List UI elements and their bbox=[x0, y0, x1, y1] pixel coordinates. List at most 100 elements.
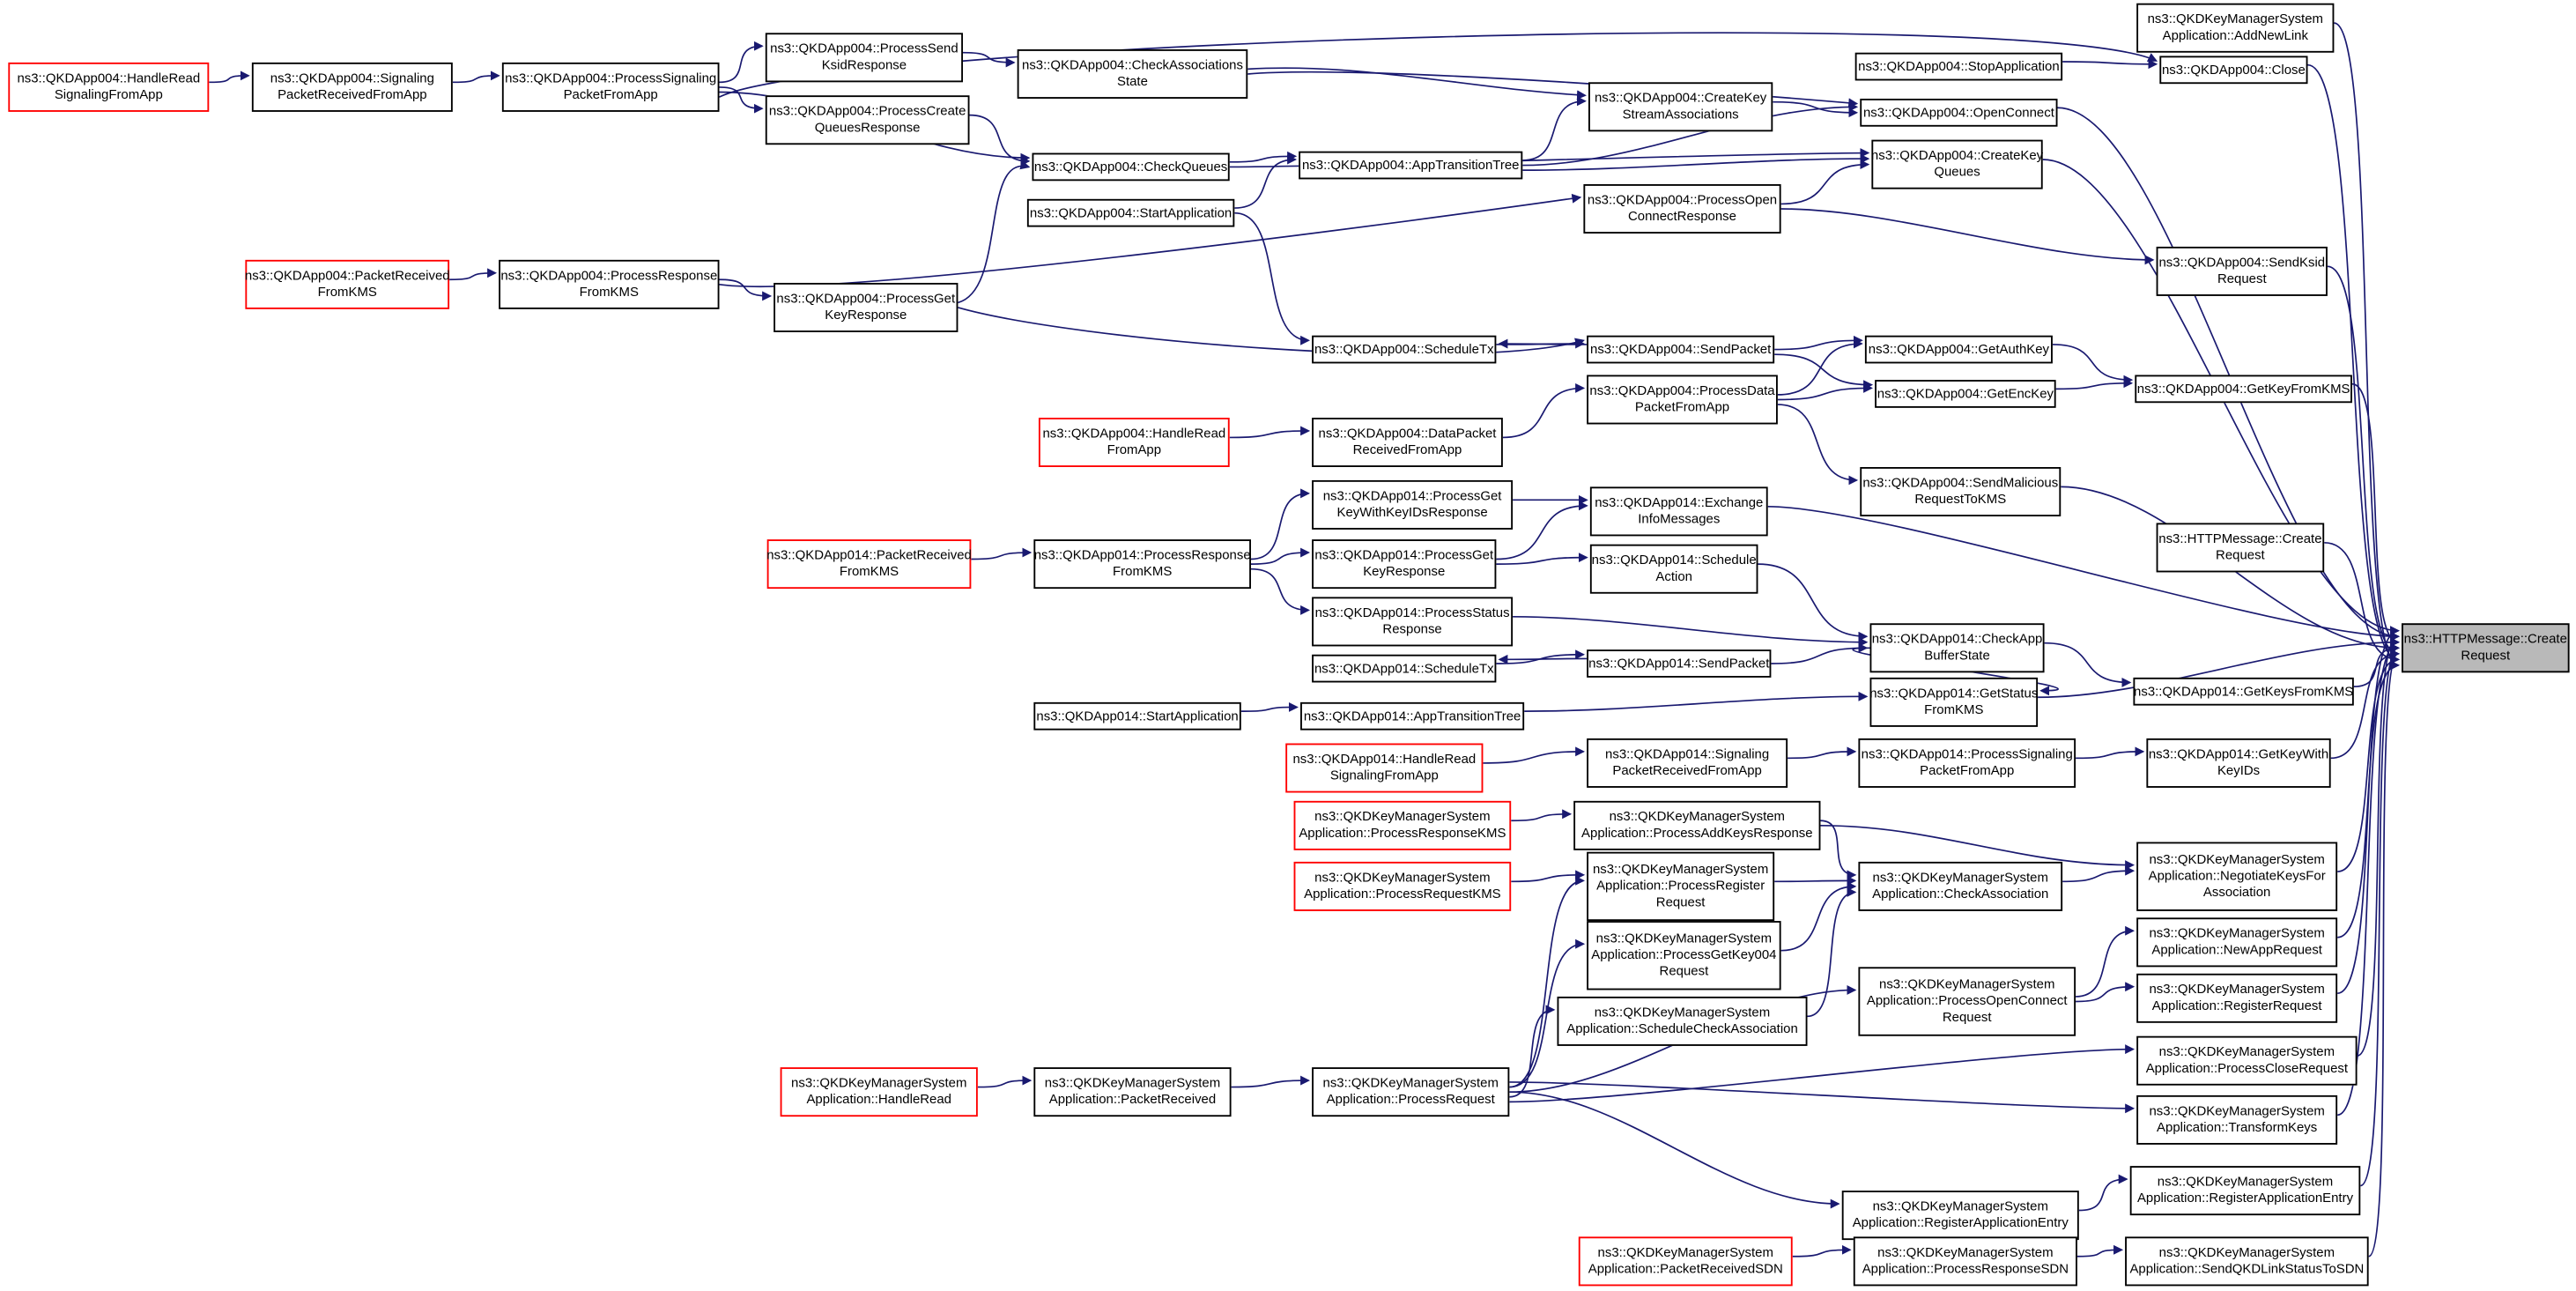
node-pocr004[interactable]: ns3::QKDApp004::ProcessOpen ConnectRespo… bbox=[1583, 184, 1781, 234]
node-sca_kms[interactable]: ns3::QKDKeyManagerSystem Application::Sc… bbox=[1557, 996, 1808, 1046]
node-gkfk004[interactable]: ns3::QKDApp004::GetKeyFromKMS bbox=[2135, 375, 2352, 404]
node-sp004[interactable]: ns3::QKDApp004::SendPacket bbox=[1587, 335, 1775, 364]
node-psr014[interactable]: ns3::QKDApp014::ProcessStatus Response bbox=[1312, 597, 1514, 647]
edge-sprfa014-to-pspfa014 bbox=[1788, 746, 1857, 760]
edge-preq_kms-to-prr_kms bbox=[1509, 875, 1586, 1088]
node-rae_l_kms[interactable]: ns3::QKDKeyManagerSystem Application::Re… bbox=[1841, 1191, 2079, 1241]
edge-cabs014-to-gkfk014 bbox=[2044, 642, 2132, 687]
node-sprfa004[interactable]: ns3::QKDApp004::Signaling PacketReceived… bbox=[251, 62, 453, 112]
edge-gak004-to-gkfk004 bbox=[2052, 344, 2134, 385]
node-sact014[interactable]: ns3::QKDApp014::Schedule Action bbox=[1589, 544, 1758, 594]
edge-nkfa_kms-to-cr_main bbox=[2337, 654, 2400, 872]
node-cr_plain[interactable]: ns3::HTTPMessage::Create Request bbox=[2156, 523, 2325, 573]
node-sprfa014[interactable]: ns3::QKDApp014::Signaling PacketReceived… bbox=[1587, 738, 1788, 788]
node-pskr004[interactable]: ns3::QKDApp004::ProcessSend KsidResponse bbox=[765, 33, 964, 83]
edge-prsdn_kms-to-presdn_kms bbox=[1792, 1244, 1852, 1258]
node-hrfa004[interactable]: ns3::QKDApp004::HandleRead FromApp bbox=[1038, 418, 1230, 468]
node-nar_kms[interactable]: ns3::QKDKeyManagerSystem Application::Ne… bbox=[2136, 917, 2338, 968]
edge-sa014-to-att014 bbox=[1240, 702, 1299, 712]
node-sp014[interactable]: ns3::QKDApp014::SendPacket bbox=[1587, 649, 1772, 678]
node-prsdn_kms[interactable]: ns3::QKDKeyManagerSystem Application::Pa… bbox=[1578, 1236, 1793, 1287]
node-prkms_kms[interactable]: ns3::QKDKeyManagerSystem Application::Pr… bbox=[1293, 800, 1512, 850]
node-pcqr004[interactable]: ns3::QKDApp004::ProcessCreate QueuesResp… bbox=[765, 95, 970, 145]
edge-pgkr004-to-cq004 bbox=[958, 160, 1031, 304]
node-att014[interactable]: ns3::QKDApp014::AppTransitionTree bbox=[1300, 701, 1525, 731]
node-dprfa004[interactable]: ns3::QKDApp004::DataPacket ReceivedFromA… bbox=[1312, 418, 1503, 468]
edge-att004-to-oc004 bbox=[1522, 101, 1859, 167]
edge-rr_kms-to-cr_main bbox=[2336, 626, 2400, 995]
node-stx004[interactable]: ns3::QKDApp004::ScheduleTx bbox=[1312, 335, 1497, 364]
node-gek004[interactable]: ns3::QKDApp004::GetEncKey bbox=[1875, 380, 2056, 408]
node-skr004[interactable]: ns3::QKDApp004::SendKsid Request bbox=[2156, 246, 2328, 296]
node-hr_kms[interactable]: ns3::QKDKeyManagerSystem Application::Ha… bbox=[780, 1067, 978, 1117]
node-ckq004[interactable]: ns3::QKDApp004::CreateKey Queues bbox=[1871, 139, 2043, 189]
node-pgkwkir014[interactable]: ns3::QKDApp014::ProcessGet KeyWithKeyIDs… bbox=[1312, 479, 1514, 530]
node-stx014[interactable]: ns3::QKDApp014::ScheduleTx bbox=[1312, 654, 1497, 683]
node-cabs014[interactable]: ns3::QKDApp014::CheckApp BufferState bbox=[1869, 623, 2045, 673]
node-rr_kms[interactable]: ns3::QKDKeyManagerSystem Application::Re… bbox=[2136, 973, 2338, 1023]
node-cksa004[interactable]: ns3::QKDApp004::CreateKey StreamAssociat… bbox=[1588, 82, 1773, 132]
edge-pcqr004-to-cq004 bbox=[969, 114, 1031, 167]
node-sa004[interactable]: ns3::QKDApp004::StartApplication bbox=[1026, 198, 1235, 227]
node-eim014[interactable]: ns3::QKDApp014::Exchange InfoMessages bbox=[1589, 486, 1768, 537]
edge-prkms004-to-pgkr004 bbox=[719, 278, 773, 301]
node-pr_kms[interactable]: ns3::QKDKeyManagerSystem Application::Pa… bbox=[1033, 1067, 1232, 1117]
edge-cr_plain-to-cr_main bbox=[2324, 542, 2400, 664]
node-pakr_kms[interactable]: ns3::QKDKeyManagerSystem Application::Pr… bbox=[1573, 800, 1821, 850]
edge-prfk004-to-prkms004 bbox=[449, 268, 498, 281]
node-pgkr004[interactable]: ns3::QKDApp004::ProcessGet KeyResponse bbox=[774, 282, 959, 332]
node-sa014[interactable]: ns3::QKDApp014::StartApplication bbox=[1033, 701, 1241, 731]
edge-sprfa004-to-pspfa004 bbox=[452, 70, 500, 84]
node-close004[interactable]: ns3::QKDApp004::Close bbox=[2159, 56, 2308, 85]
node-cq004[interactable]: ns3::QKDApp004::CheckQueues bbox=[1032, 152, 1230, 182]
edge-pocr004-to-ckq004 bbox=[1780, 160, 1870, 205]
edge-prfk014-to-prkms014 bbox=[971, 547, 1033, 560]
node-prr_kms[interactable]: ns3::QKDKeyManagerSystem Application::Pr… bbox=[1587, 851, 1775, 922]
node-rae_r_kms[interactable]: ns3::QKDKeyManagerSystem Application::Re… bbox=[2129, 1166, 2361, 1216]
node-nkfa_kms[interactable]: ns3::QKDKeyManagerSystem Application::Ne… bbox=[2136, 842, 2338, 911]
edge-pocr_kms-to-nar_kms bbox=[2076, 925, 2136, 998]
node-hrsfa004[interactable]: ns3::QKDApp004::HandleRead SignalingFrom… bbox=[8, 62, 210, 112]
edge-skr004-to-cr_main bbox=[2327, 265, 2400, 659]
node-stop004[interactable]: ns3::QKDApp004::StopApplication bbox=[1854, 52, 2063, 81]
node-gsfk014[interactable]: ns3::QKDApp014::GetStatus FromKMS bbox=[1869, 677, 2038, 727]
edge-pdpfa004-to-smrtk004 bbox=[1777, 404, 1859, 486]
edge-ca_kms-to-nkfa_kms bbox=[2062, 865, 2136, 883]
node-hrsfa014[interactable]: ns3::QKDApp014::HandleRead SignalingFrom… bbox=[1285, 743, 1484, 793]
node-pdpfa004[interactable]: ns3::QKDApp004::ProcessData PacketFromAp… bbox=[1587, 375, 1778, 425]
node-smrtk004[interactable]: ns3::QKDApp004::SendMalicious RequestToK… bbox=[1860, 467, 2062, 516]
edge-pspfa004-to-pcqr004 bbox=[719, 86, 764, 114]
node-oc004[interactable]: ns3::QKDApp004::OpenConnect bbox=[1860, 98, 2058, 127]
node-prfk004[interactable]: ns3::QKDApp004::PacketReceived FromKMS bbox=[245, 259, 450, 309]
edge-sp014-to-cabs014 bbox=[1771, 642, 1869, 664]
edge-pskr004-to-cas004 bbox=[963, 51, 1016, 68]
node-prkms014[interactable]: ns3::QKDApp014::ProcessResponse FromKMS bbox=[1033, 539, 1251, 590]
node-prkms004[interactable]: ns3::QKDApp004::ProcessResponse FromKMS bbox=[499, 259, 720, 309]
edge-gek004-to-gkfk004 bbox=[2055, 378, 2134, 390]
node-pocr_kms[interactable]: ns3::QKDKeyManagerSystem Application::Pr… bbox=[1858, 967, 2076, 1036]
edge-hrsfa014-to-sprfa014 bbox=[1483, 746, 1586, 764]
edge-cq004-to-att004 bbox=[1229, 151, 1298, 163]
node-tk_kms[interactable]: ns3::QKDKeyManagerSystem Application::Tr… bbox=[2136, 1094, 2338, 1145]
node-att004[interactable]: ns3::QKDApp004::AppTransitionTree bbox=[1299, 151, 1523, 180]
edge-att004-to-cksa004 bbox=[1522, 96, 1587, 161]
node-preq_kms[interactable]: ns3::QKDKeyManagerSystem Application::Pr… bbox=[1312, 1067, 1510, 1117]
node-ca_kms[interactable]: ns3::QKDKeyManagerSystem Application::Ch… bbox=[1858, 861, 2063, 911]
node-prqkms_kms[interactable]: ns3::QKDKeyManagerSystem Application::Pr… bbox=[1293, 861, 1512, 911]
node-pgkr014[interactable]: ns3::QKDApp014::ProcessGet KeyResponse bbox=[1312, 539, 1497, 590]
node-gkwki014[interactable]: ns3::QKDApp014::GetKeyWith KeyIDs bbox=[2146, 738, 2331, 788]
node-pspfa014[interactable]: ns3::QKDApp014::ProcessSignaling PacketF… bbox=[1858, 738, 2076, 788]
node-pclr_kms[interactable]: ns3::QKDKeyManagerSystem Application::Pr… bbox=[2136, 1035, 2358, 1086]
edge-att004-to-ckq004 bbox=[1522, 153, 1870, 171]
edge-pgkr014-to-eim014 bbox=[1496, 501, 1588, 560]
node-gak004[interactable]: ns3::QKDApp004::GetAuthKey bbox=[1864, 335, 2053, 364]
node-presdn_kms[interactable]: ns3::QKDKeyManagerSystem Application::Pr… bbox=[1853, 1236, 2077, 1287]
node-gkfk014[interactable]: ns3::QKDApp014::GetKeysFromKMS bbox=[2133, 677, 2354, 706]
node-sqls_kms[interactable]: ns3::QKDKeyManagerSystem Application::Se… bbox=[2125, 1236, 2369, 1287]
node-prfk014[interactable]: ns3::QKDApp014::PacketReceived FromKMS bbox=[766, 539, 972, 590]
node-cas004[interactable]: ns3::QKDApp004::CheckAssociations State bbox=[1017, 48, 1248, 99]
node-pgk004r_kms[interactable]: ns3::QKDKeyManagerSystem Application::Pr… bbox=[1587, 921, 1781, 991]
node-pspfa004[interactable]: ns3::QKDApp004::ProcessSignaling PacketF… bbox=[501, 62, 720, 112]
edge-cas004-to-cksa004 bbox=[1247, 67, 1587, 100]
node-addnewlink[interactable]: ns3::QKDKeyManagerSystem Application::Ad… bbox=[2136, 3, 2335, 53]
